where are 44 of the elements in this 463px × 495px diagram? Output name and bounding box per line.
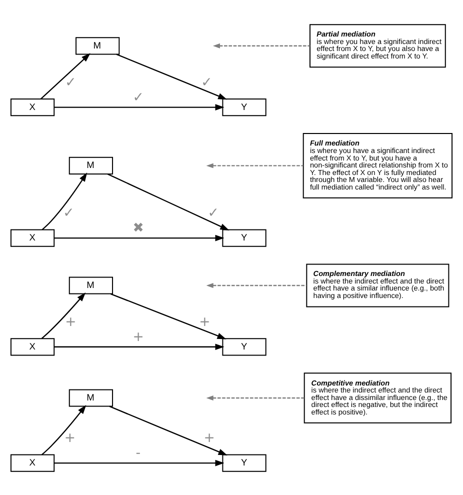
node-box: M [68, 156, 114, 174]
arrow [206, 395, 304, 400]
arrow [206, 282, 306, 288]
node-box: X [10, 454, 55, 472]
arrow [54, 234, 224, 241]
arrow [206, 162, 304, 168]
arrow [54, 343, 224, 350]
edge-label: ✖ [132, 220, 144, 236]
edge-label: ✓ [132, 90, 144, 105]
arrow [40, 52, 90, 99]
node-box: X [10, 98, 55, 116]
arrow [109, 405, 228, 455]
node-box: Competitive mediation is where the indirect effect and the direct effect have a dissimilar influence (e.g., the direct effect is negative, but the indirect effect is positive). [304, 372, 452, 423]
arrow [110, 292, 226, 339]
edge-label: ✓ [208, 206, 219, 221]
node-box: Partial mediation is where you have a significant indirect effect from X to Y, but you also have a significant direct effect from X to Y. [309, 24, 446, 68]
edge-label: + [64, 430, 76, 446]
node-box: M [68, 276, 114, 294]
node-box: X [10, 338, 55, 356]
node-box: Full mediation is where you have a significant indirect effect from X to Y, but you have a non-significant direct relationship from X to Y. The effect of X on Y is fully mediated through the M variable. You will also hear full mediation called “indirect only” as well. [302, 132, 453, 198]
arrow [107, 173, 230, 230]
arrow [41, 292, 86, 338]
node-box: Y [222, 454, 266, 472]
edge-label: ✓ [65, 74, 76, 90]
edge-label: - [136, 446, 141, 461]
arrow [54, 104, 224, 110]
node-box: Y [222, 338, 266, 356]
edge-label: + [65, 314, 76, 330]
arrow [41, 404, 86, 455]
node-box: M [76, 36, 120, 54]
node-box: Y [222, 98, 266, 116]
node-box: X [10, 228, 55, 246]
node-box: Y [222, 228, 266, 246]
edge-label: ✓ [63, 206, 74, 221]
edge-label: + [132, 329, 144, 344]
edge-label: + [204, 430, 215, 446]
arrow [116, 53, 228, 100]
arrow [212, 42, 310, 48]
node-box: M [68, 388, 114, 406]
node-box: Complementary mediation is where the indirect effect and the direct effect have a similar influence (e.g., both having a positive influence). [306, 263, 450, 307]
edge-label: ✓ [201, 74, 212, 90]
edge-label: + [199, 314, 210, 330]
arrow [54, 459, 224, 466]
arrow [42, 172, 88, 230]
